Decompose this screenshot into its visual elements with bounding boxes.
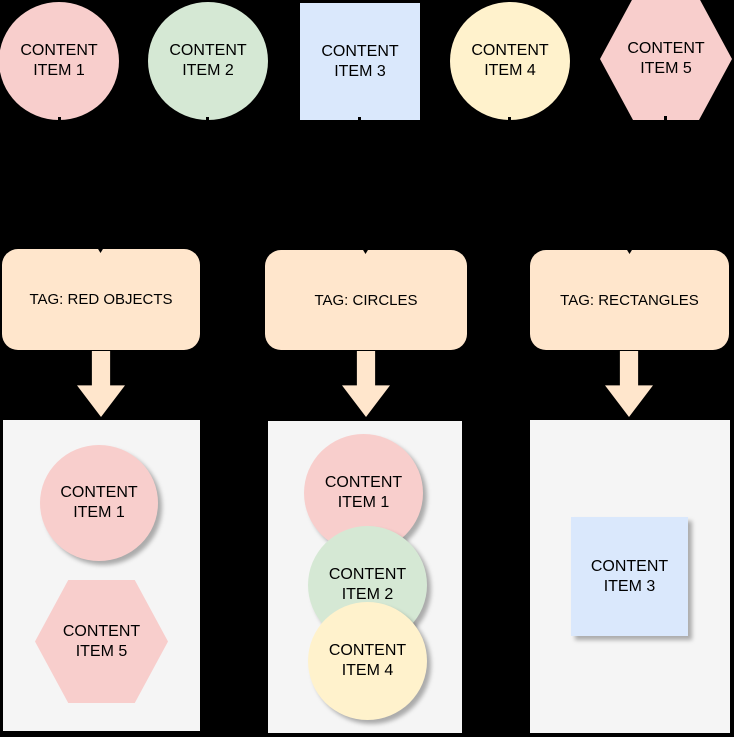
arrowhead-icon [95,244,106,253]
content-item-5-hexagon: CONTENT ITEM 5 [600,0,732,120]
connector-stub [664,116,667,123]
grouped-item-1-circle: CONTENT ITEM 1 [40,445,158,561]
grouped-item-3-square: CONTENT ITEM 3 [571,517,688,636]
content-item-4-circle: CONTENT ITEM 4 [450,2,570,120]
grouped-item-4-circle: CONTENT ITEM 4 [308,602,427,720]
content-item-2-circle: CONTENT ITEM 2 [148,2,268,120]
down-arrow [342,351,390,417]
down-arrow [77,351,125,417]
connector-stub [358,117,361,124]
connector-stub [508,117,511,124]
content-item-3-square: CONTENT ITEM 3 [300,3,420,120]
content-item-1-circle: CONTENT ITEM 1 [0,2,119,120]
arrowhead-icon [624,245,635,254]
grouped-item-1-circle: CONTENT ITEM 1 [304,434,423,552]
connector-stub [206,117,209,124]
tag-red-objects: TAG: RED OBJECTS [2,249,200,350]
down-arrow [605,351,653,417]
tag-circles: TAG: CIRCLES [265,250,467,350]
tag-rectangles: TAG: RECTANGLES [530,250,729,350]
connector-stub [58,117,61,124]
arrowhead-icon [360,245,371,254]
grouped-item-5-hexagon: CONTENT ITEM 5 [35,580,168,703]
